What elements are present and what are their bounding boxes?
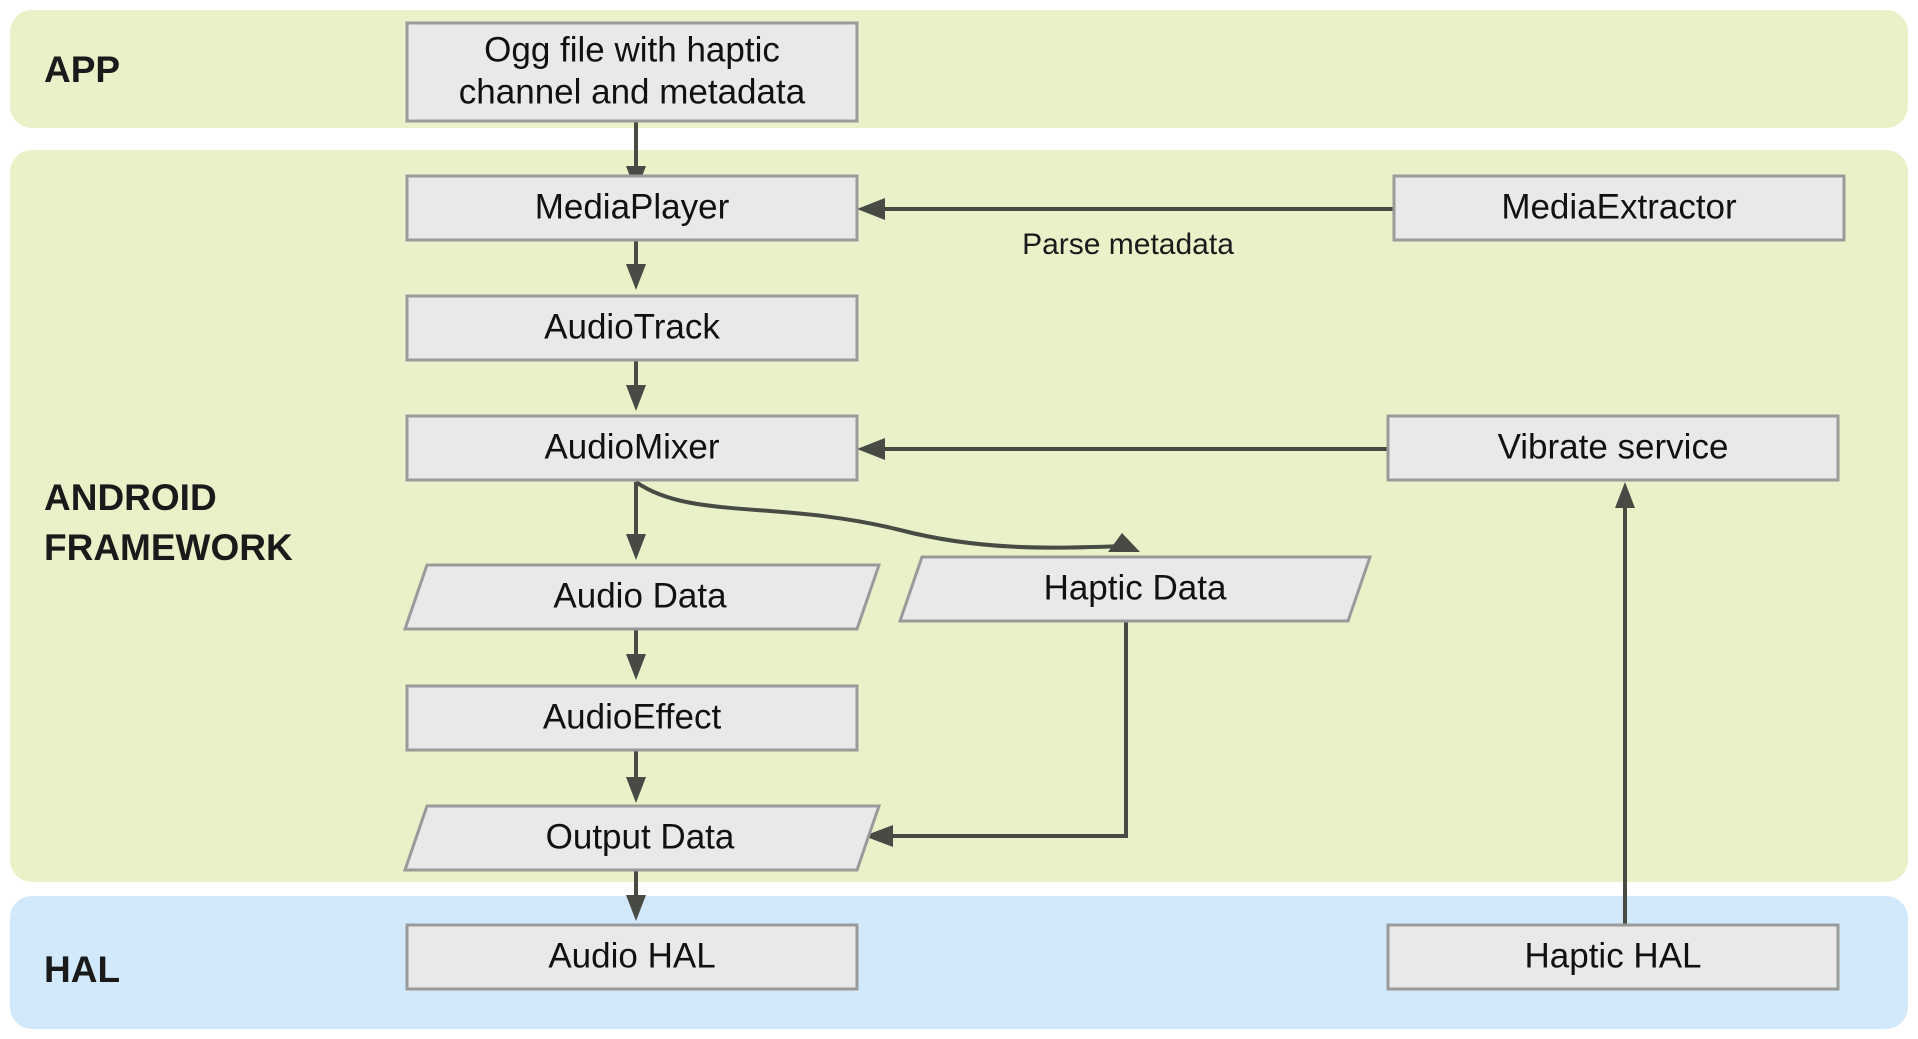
node-audio-hal[interactable]: Audio HAL: [405, 923, 859, 991]
node-audioeffect-shape[interactable]: [405, 684, 859, 752]
node-audioeffect-label: AudioEffect: [543, 697, 722, 736]
node-ogg-file-label-line2: channel and metadata: [459, 72, 806, 111]
node-ogg-file[interactable]: Ogg file with haptic channel and metadat…: [405, 21, 859, 123]
node-output-data[interactable]: Output Data: [402, 804, 882, 872]
node-haptic-hal-label: Haptic HAL: [1524, 936, 1701, 975]
node-audio-data-label: Audio Data: [553, 576, 727, 615]
edge-label-parse-metadata: Parse metadata: [1022, 228, 1234, 261]
node-audiomixer[interactable]: AudioMixer: [405, 414, 859, 482]
edge-output-data-to-audio-hal: [626, 870, 646, 921]
node-mediaextractor-shape[interactable]: [1392, 174, 1846, 242]
node-audio-data-shape[interactable]: [402, 563, 882, 631]
band-app-background: [10, 10, 1908, 128]
node-haptic-data[interactable]: Haptic Data: [897, 555, 1373, 623]
node-haptic-data-shape[interactable]: [897, 555, 1373, 623]
edge-audiomixer-to-audio-data: [626, 482, 646, 560]
node-audiotrack[interactable]: AudioTrack: [405, 294, 859, 362]
node-audiotrack-shape[interactable]: [405, 294, 859, 362]
node-mediaplayer-shape[interactable]: [405, 174, 859, 242]
band-app: APP: [10, 10, 1908, 128]
node-ogg-file-label-line1: Ogg file with haptic: [484, 30, 780, 69]
node-audio-hal-label: Audio HAL: [548, 936, 715, 975]
node-haptic-data-label: Haptic Data: [1044, 568, 1227, 607]
node-ogg-file-shape[interactable]: [405, 21, 859, 123]
band-hal-label: HAL: [44, 949, 120, 990]
node-output-data-label: Output Data: [546, 817, 735, 856]
node-haptic-hal-shape[interactable]: [1386, 923, 1840, 991]
node-audioeffect[interactable]: AudioEffect: [405, 684, 859, 752]
node-vibrate-service-shape[interactable]: [1386, 414, 1840, 482]
band-app-label: APP: [44, 49, 120, 90]
node-mediaplayer[interactable]: MediaPlayer: [405, 174, 859, 242]
edge-mediaextractor-to-mediaplayer: Parse metadata: [857, 198, 1394, 261]
node-audiotrack-label: AudioTrack: [544, 307, 720, 346]
edge-audiomixer-to-haptic-data: [634, 480, 1140, 552]
node-vibrate-service-label: Vibrate service: [1498, 427, 1729, 466]
node-mediaplayer-label: MediaPlayer: [535, 187, 730, 226]
band-framework-label-line2: FRAMEWORK: [44, 527, 293, 568]
node-haptic-hal[interactable]: Haptic HAL: [1386, 923, 1840, 991]
edge-audioeffect-to-output-data: [626, 750, 646, 803]
edge-haptic-hal-to-vibrate-service: [1615, 482, 1635, 930]
node-audio-hal-shape[interactable]: [405, 923, 859, 991]
node-audiomixer-label: AudioMixer: [544, 427, 719, 466]
edge-vibrate-to-audiomixer: [857, 438, 1388, 460]
node-vibrate-service[interactable]: Vibrate service: [1386, 414, 1840, 482]
band-framework-label-line1: ANDROID: [44, 477, 217, 518]
node-audiomixer-shape[interactable]: [405, 414, 859, 482]
node-output-data-shape[interactable]: [402, 804, 882, 872]
edge-audiotrack-to-audiomixer: [626, 361, 646, 411]
edge-mediaplayer-to-audiotrack: [626, 240, 646, 290]
edge-haptic-data-to-output-data: [864, 621, 1128, 847]
node-mediaextractor-label: MediaExtractor: [1501, 187, 1737, 226]
node-audio-data[interactable]: Audio Data: [402, 563, 882, 631]
edge-audio-data-to-audioeffect: [626, 629, 646, 680]
node-mediaextractor[interactable]: MediaExtractor: [1392, 174, 1846, 242]
